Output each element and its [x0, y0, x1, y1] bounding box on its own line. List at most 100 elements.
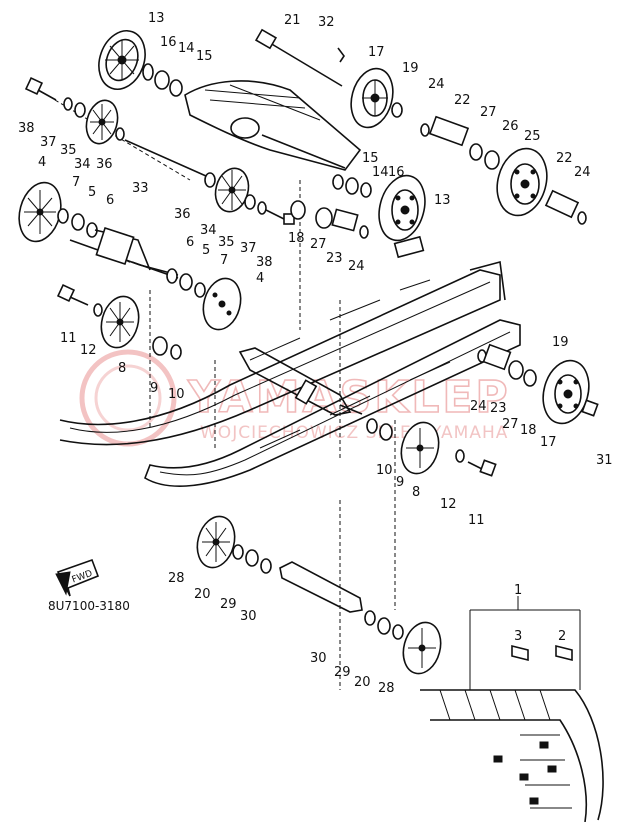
slide-rail-upper [59, 260, 506, 446]
callout-4: 4 [38, 155, 46, 170]
callout-24: 24 [428, 77, 445, 92]
watermark-logo-inner [94, 364, 162, 432]
wheel-13-top [98, 30, 146, 90]
slide-rail-lower [144, 319, 521, 487]
callout-10: 10 [168, 387, 185, 402]
callout-9b: 9 [396, 475, 404, 490]
wheel-28-lower-left [196, 515, 272, 574]
callout-19b: 19 [552, 335, 569, 350]
center-shaft [238, 347, 363, 416]
spacers-18-27-23-24 [290, 200, 369, 239]
callout-29b: 29 [334, 665, 351, 680]
callout-23: 23 [326, 251, 343, 266]
bolt-11-left [56, 283, 103, 317]
callout-30: 30 [240, 609, 257, 624]
callout-24b: 24 [574, 165, 591, 180]
front-axle-bracket [69, 227, 179, 279]
callout-37: 37 [40, 135, 57, 150]
callout-27b: 27 [310, 237, 327, 252]
bolt-38-upper [24, 76, 125, 141]
callout-5b: 5 [202, 243, 210, 258]
callout-36: 36 [96, 157, 113, 172]
callout-3: 3 [514, 629, 522, 644]
wheel-34-upper [85, 99, 119, 145]
callout-38: 38 [18, 121, 35, 136]
wheel-28-lower-right [364, 610, 442, 675]
callout-13b: 13 [434, 193, 451, 208]
callout-27c: 27 [502, 417, 519, 432]
callout-labels: 13 16 14 15 21 32 17 19 38 37 35 34 36 2… [18, 11, 613, 696]
callout-23b: 23 [490, 401, 507, 416]
callout-34: 34 [74, 157, 91, 172]
callout-20b: 20 [354, 675, 371, 690]
callout-32: 32 [318, 15, 335, 30]
wheel-25 [496, 147, 548, 217]
callout-34b: 34 [200, 223, 217, 238]
callout-28b: 28 [378, 681, 395, 696]
callout-25: 25 [524, 129, 541, 144]
wheel-17-right [477, 343, 599, 425]
callout-35b: 35 [218, 235, 235, 250]
callout-7b: 7 [220, 253, 228, 268]
callout-29: 29 [220, 597, 237, 612]
callout-26: 26 [502, 119, 519, 134]
callout-17b: 17 [540, 435, 557, 450]
callout-14: 14 [178, 41, 195, 56]
callout-14b: 14 [372, 165, 389, 180]
callout-11b: 11 [468, 513, 485, 528]
spacers-15-14-16-middle [332, 174, 372, 198]
callout-24c: 24 [348, 259, 365, 274]
watermark-subtext: WOJCIECHOWICZ SKLER YAMAHA [200, 423, 508, 443]
callout-15: 15 [196, 49, 213, 64]
shaft-33 [124, 139, 216, 181]
wheel-4-middle [202, 277, 242, 331]
callout-30b: 30 [310, 651, 327, 666]
wheel-13-middle [378, 174, 426, 259]
callout-27: 27 [480, 105, 497, 120]
callout-6b: 6 [186, 235, 194, 250]
callout-7: 7 [72, 175, 80, 190]
callout-8b: 8 [412, 485, 420, 500]
wheel-4-left [18, 181, 98, 243]
callout-17: 17 [368, 45, 385, 60]
callout-38b: 38 [256, 255, 273, 270]
callout-21: 21 [284, 13, 301, 28]
callout-13: 13 [148, 11, 165, 26]
shaft-22-right [544, 189, 587, 225]
wheel-34-middle [204, 167, 295, 225]
callout-8: 8 [118, 361, 126, 376]
callout-15b: 15 [362, 151, 379, 166]
callout-22b: 22 [556, 151, 573, 166]
spacers-16-14-15 [142, 63, 183, 97]
callout-12b: 12 [440, 497, 457, 512]
callout-2: 2 [558, 629, 566, 644]
callout-1: 1 [514, 583, 522, 598]
wheel-8-right [366, 418, 497, 477]
callout-37b: 37 [240, 241, 257, 256]
track [420, 689, 604, 822]
callout-19: 19 [402, 61, 419, 76]
callout-20: 20 [194, 587, 211, 602]
callout-18b: 18 [520, 423, 537, 438]
wheel-17-top [350, 67, 403, 129]
callout-4b: 4 [256, 271, 264, 286]
callout-10b: 10 [376, 463, 393, 478]
fwd-arrow: FWD [55, 558, 100, 597]
rear-axle-assembly [254, 28, 345, 87]
callout-28: 28 [168, 571, 185, 586]
callout-35: 35 [60, 143, 77, 158]
callout-5: 5 [88, 185, 96, 200]
callout-33: 33 [132, 181, 149, 196]
rear-shaft-22-upper [420, 115, 500, 170]
callout-16b: 16 [388, 165, 405, 180]
callout-24d: 24 [470, 399, 487, 414]
callout-11: 11 [60, 331, 77, 346]
track-clips [469, 596, 581, 690]
callout-6: 6 [106, 193, 114, 208]
wheel-8-left [100, 295, 182, 360]
front-arm [184, 80, 362, 171]
lower-axle [279, 561, 363, 613]
callout-9: 9 [150, 381, 158, 396]
callout-16: 16 [160, 35, 177, 50]
